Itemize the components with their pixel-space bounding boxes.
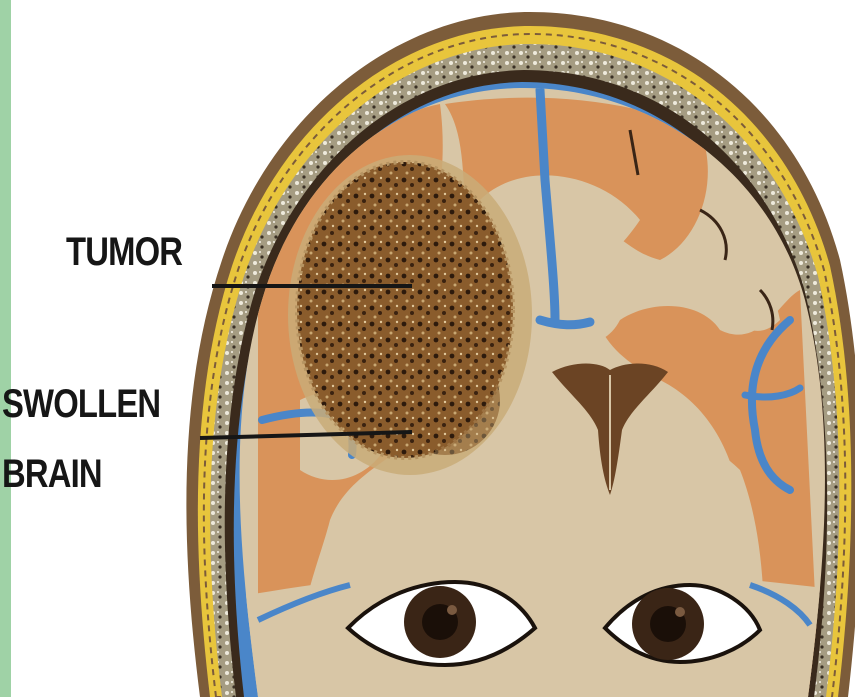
tumor-label: TUMOR bbox=[66, 232, 182, 272]
brain-label: BRAIN bbox=[2, 454, 102, 494]
swollen-label: SWOLLEN bbox=[2, 384, 160, 424]
left-strip-fill bbox=[0, 0, 11, 697]
